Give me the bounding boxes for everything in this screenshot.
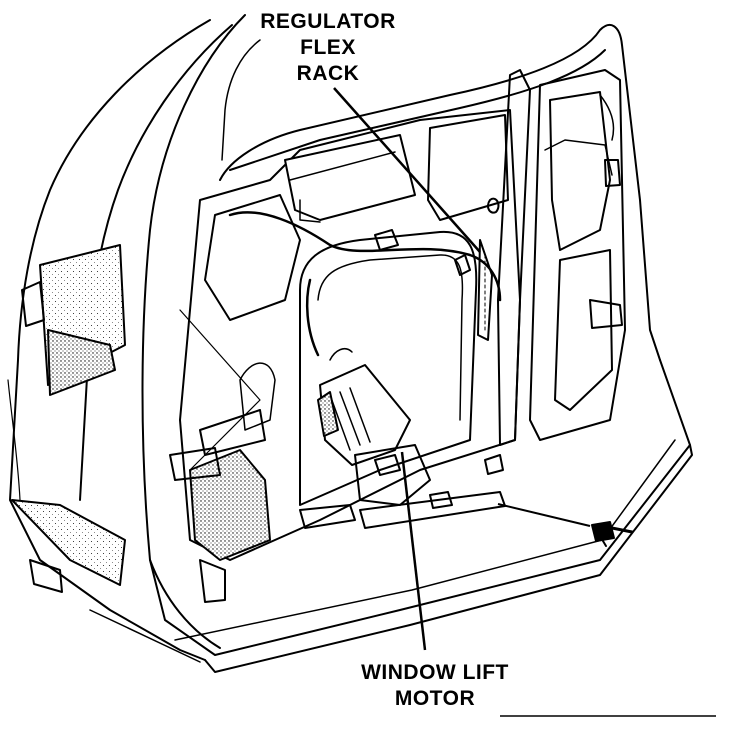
bolt-fastener — [591, 521, 634, 547]
label-regulator-line-2: FLEX — [300, 36, 356, 59]
inner-panel — [169, 109, 521, 603]
label-motor-line-1: WINDOW LIFT — [361, 661, 509, 684]
window-lift-motor-assembly — [299, 348, 506, 529]
label-regulator-line-3: RACK — [296, 62, 360, 85]
label-motor-line-2: MOTOR — [394, 687, 476, 710]
door-frame-pillar — [7, 19, 233, 661]
regulator-flex-rack — [228, 197, 502, 357]
label-regulator-flex-rack: REGULATOR FLEX RACK — [236, 9, 420, 87]
door-outer-skin — [89, 14, 693, 673]
label-regulator-line-1: REGULATOR — [260, 10, 396, 33]
bolt-leader-line — [497, 503, 591, 527]
motor-leader-line — [400, 451, 427, 651]
label-window-lift-motor: WINDOW LIFT MOTOR — [340, 660, 530, 712]
regulator-leader-line — [333, 87, 481, 253]
window-frame — [219, 24, 661, 361]
